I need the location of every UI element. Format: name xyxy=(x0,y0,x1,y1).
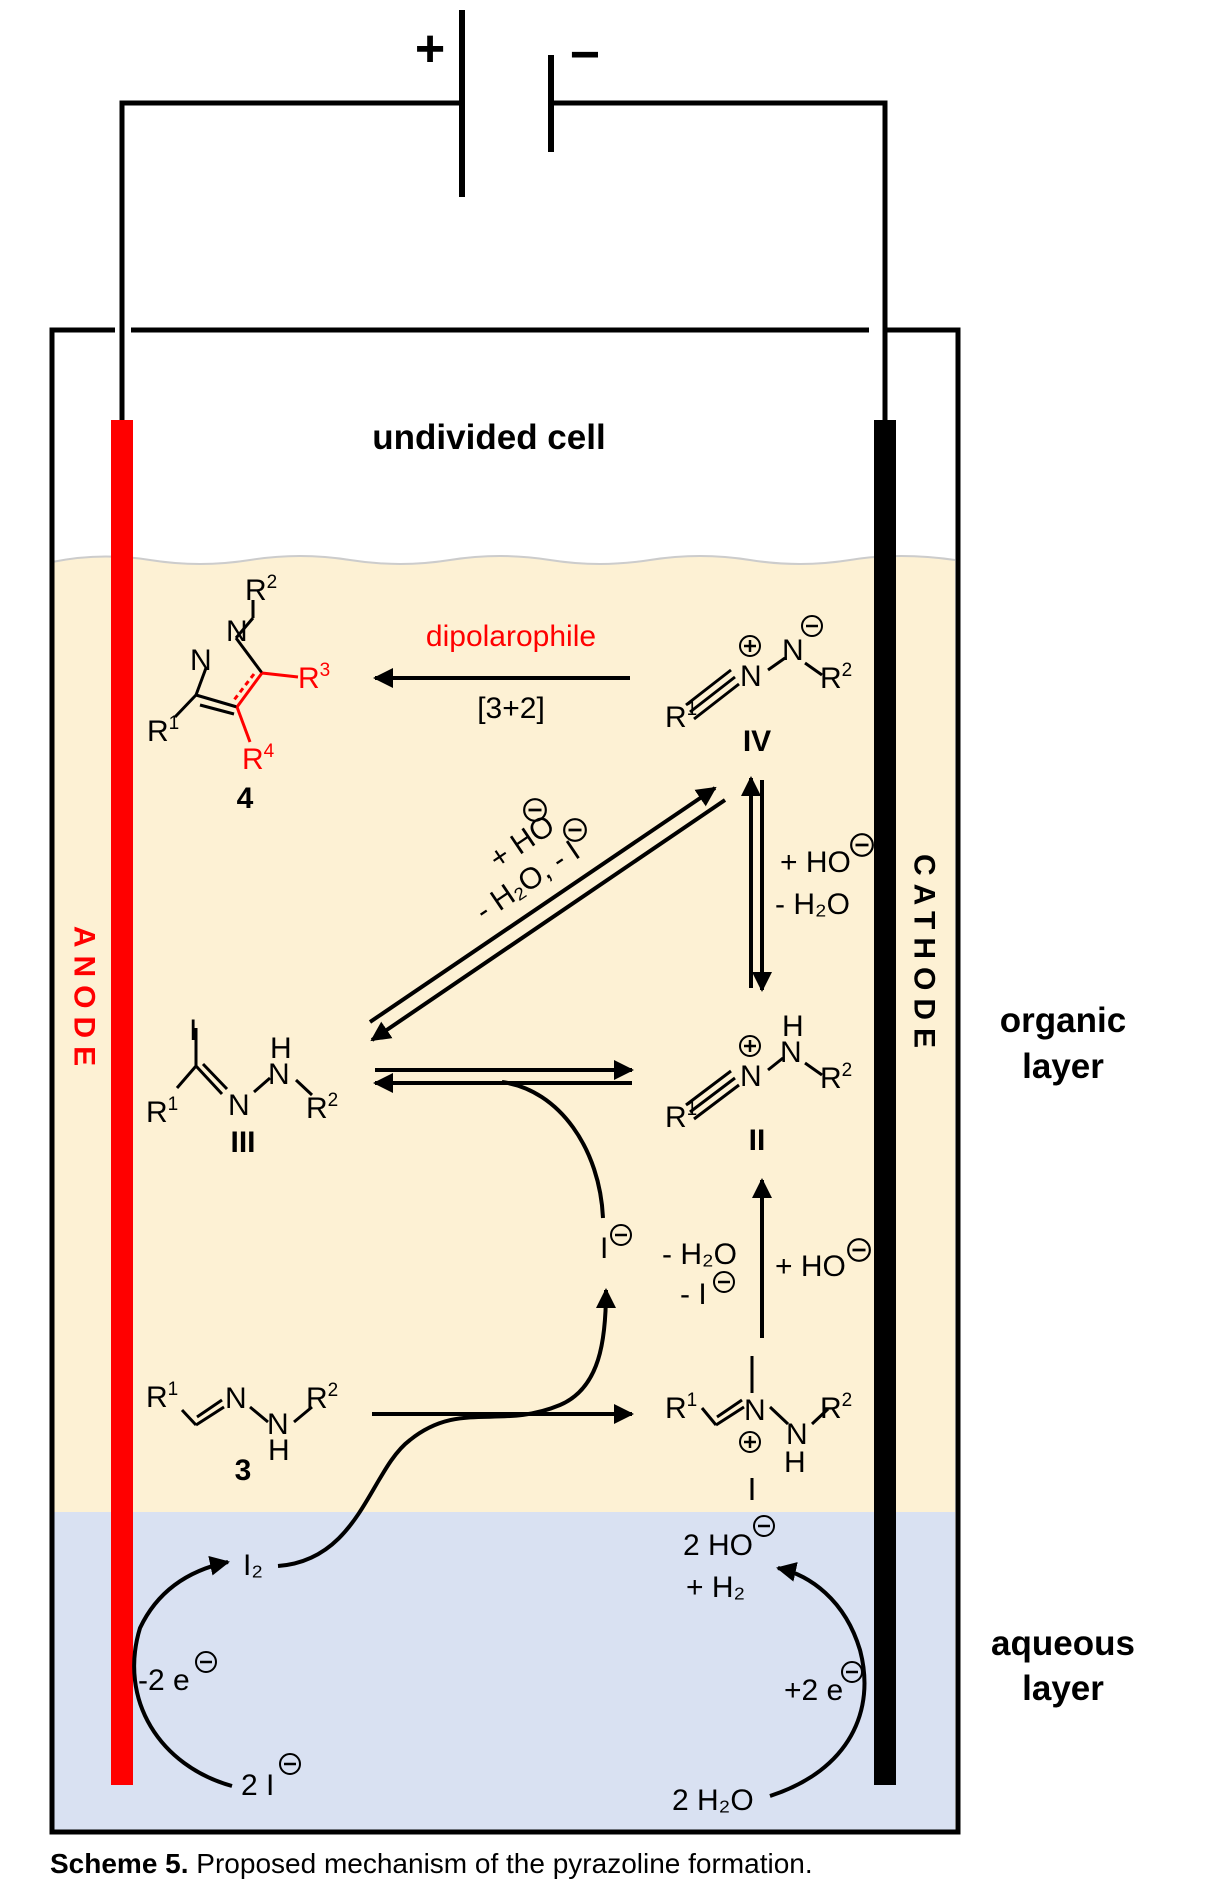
vertical-condition-top: + HO xyxy=(780,846,851,879)
aqueous-layer-label-line2: layer xyxy=(1022,1669,1104,1708)
anode-electron-label: -2 e xyxy=(138,1664,190,1697)
svg-text:N: N xyxy=(228,1089,250,1122)
svg-text:I: I xyxy=(189,1014,197,1047)
svg-text:N: N xyxy=(190,644,212,677)
diagonal-forward-arrow xyxy=(368,786,717,1024)
hydroxide-label: 2 HO xyxy=(683,1529,753,1562)
cathode-wire xyxy=(553,100,888,420)
iodide-label: I xyxy=(600,1232,608,1265)
compound-II-label: II xyxy=(749,1124,766,1157)
compound-4-pyrazoline: N N R2 R1 R3 R4 4 xyxy=(147,572,330,815)
compound-III-label: III xyxy=(230,1126,255,1159)
caption-text: Proposed mechanism of the pyrazoline for… xyxy=(188,1848,813,1879)
organic-layer-label-line2: layer xyxy=(1022,1047,1104,1086)
compound-4-label: 4 xyxy=(237,782,254,815)
cathode-electrode xyxy=(874,420,896,1785)
svg-text:H: H xyxy=(784,1446,806,1479)
water-label: 2 H₂O xyxy=(672,1784,754,1817)
lower-condition-left-1: - H₂O xyxy=(662,1238,737,1271)
vertical-condition-bottom: - H₂O xyxy=(775,888,850,921)
compound-3-label: 3 xyxy=(235,1454,252,1487)
svg-text:R1: R1 xyxy=(147,713,179,748)
battery-plus-sign: + xyxy=(415,20,445,78)
svg-text:H: H xyxy=(268,1434,290,1467)
svg-text:N: N xyxy=(786,1418,808,1451)
organic-layer-label-line1: organic xyxy=(1000,1001,1126,1040)
cell-container xyxy=(49,327,961,1835)
cathode-electron-label: +2 e xyxy=(784,1674,843,1707)
lower-condition-right: + HO xyxy=(775,1250,846,1283)
svg-text:N: N xyxy=(226,615,248,648)
lid-gap-right xyxy=(869,322,885,338)
diagonal-reverse-arrow xyxy=(370,798,727,1042)
scheme-caption: Scheme 5. Proposed mechanism of the pyra… xyxy=(50,1848,813,1880)
anode-electrode xyxy=(111,420,133,1785)
cycloaddition-label: [3+2] xyxy=(477,692,545,725)
liquid-surface xyxy=(51,555,956,565)
battery-minus-sign: − xyxy=(570,26,600,84)
compound-IV-nitrile-imine: R1 N N R2 IV xyxy=(665,614,852,758)
svg-text:N: N xyxy=(744,1394,766,1427)
iodinated-hydrazonium-intermediate: R1 N N H R2 xyxy=(665,1356,852,1500)
svg-text:N: N xyxy=(782,634,804,667)
svg-text:N: N xyxy=(740,1060,762,1093)
cathode-label: CATHODE xyxy=(908,854,941,1056)
svg-text:H: H xyxy=(782,1010,804,1043)
svg-text:N: N xyxy=(268,1058,290,1091)
svg-text:N: N xyxy=(780,1036,802,1069)
svg-text:H: H xyxy=(270,1032,292,1065)
anode-wire xyxy=(119,100,460,420)
anode-oxidation-arrow xyxy=(132,1555,233,1788)
iodine-label: I₂ xyxy=(243,1549,263,1582)
iodide-curved-arrow xyxy=(501,1080,605,1219)
aqueous-layer-label-line1: aqueous xyxy=(991,1624,1135,1663)
svg-text:N: N xyxy=(225,1382,247,1415)
compound-3-hydrazone: R1 N N H R2 3 xyxy=(146,1379,338,1487)
compound-II-nitrilium: R1 N N H R2 II xyxy=(665,1010,852,1157)
hydrogen-label: + H₂ xyxy=(686,1571,745,1604)
svg-text:N: N xyxy=(267,1408,289,1441)
dipolarophile-label: dipolarophile xyxy=(426,620,596,653)
anode-label: ANODE xyxy=(68,926,101,1074)
iodine-transfer-arrow xyxy=(277,1288,616,1568)
caption-bold: Scheme 5. xyxy=(50,1848,189,1879)
svg-text:N: N xyxy=(740,660,762,693)
cell-label: undivided cell xyxy=(372,418,605,457)
svg-text:R1: R1 xyxy=(665,1099,697,1134)
svg-text:R2: R2 xyxy=(820,660,852,695)
lower-condition-left-2: - I xyxy=(680,1278,707,1311)
cathode-reduction-arrow xyxy=(769,1562,867,1798)
compound-IV-label: IV xyxy=(743,725,771,758)
iodide-aqueous-label: 2 I xyxy=(241,1769,274,1802)
